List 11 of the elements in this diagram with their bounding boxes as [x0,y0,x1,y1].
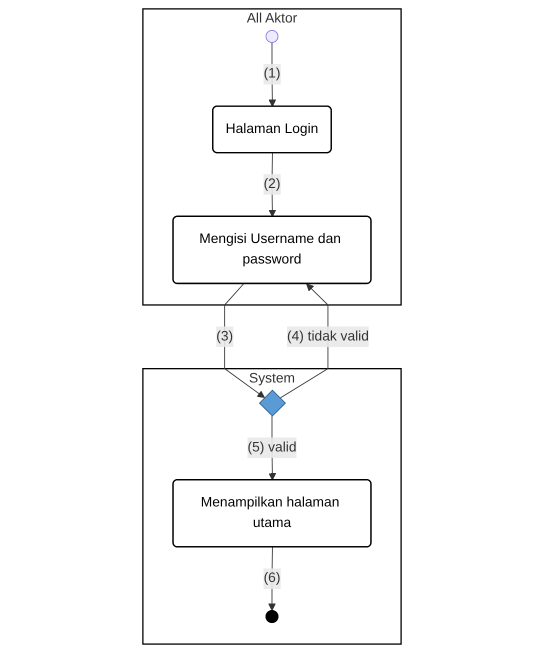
node-circle [266,30,278,43]
arrow [268,152,276,218]
edge-label: (4) tidak valid [286,329,369,344]
edge-label: (2) [264,176,280,192]
edge-label: (5) valid [248,440,296,455]
edge-label: (6) [264,570,280,586]
edge-label: (1) [264,66,280,82]
node-diamond [258,390,286,417]
arrow [224,283,265,398]
edge-label: (3) [216,329,234,344]
arrow [268,546,276,611]
